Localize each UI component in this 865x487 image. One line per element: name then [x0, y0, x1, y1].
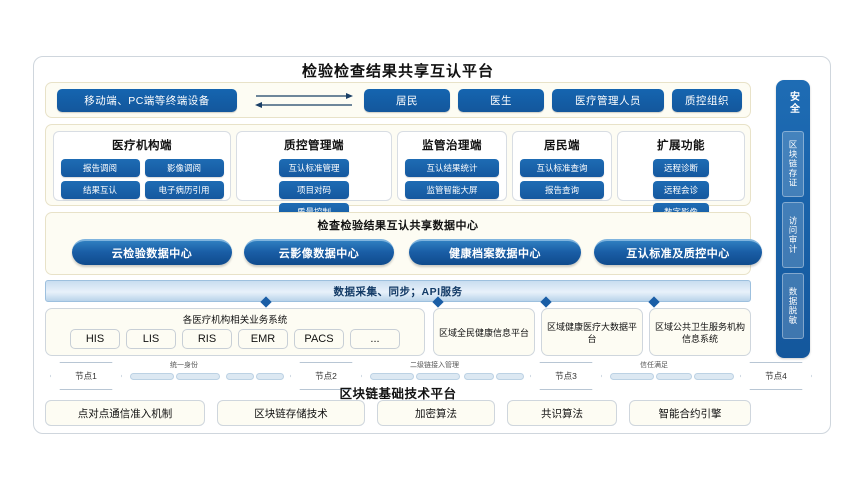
data-center-cloud-lab[interactable]: 云检验数据中心: [72, 239, 232, 265]
sidebar-item-access-audit[interactable]: 访问审计: [782, 202, 804, 268]
chain-link: [496, 373, 524, 380]
chain-label-identity: 统一身份: [170, 362, 198, 369]
module-title: 质控管理端: [284, 140, 344, 152]
terminal-devices-button[interactable]: 移动端、PC端等终端设备: [57, 89, 237, 112]
chip-emr-reference[interactable]: 电子病历引用: [144, 181, 224, 199]
chain-link: [226, 373, 254, 380]
chip-item-mapping[interactable]: 项目对码: [279, 181, 349, 199]
data-center-standards-qc[interactable]: 互认标准及质控中心: [594, 239, 762, 265]
data-center-cloud-imaging[interactable]: 云影像数据中心: [244, 239, 394, 265]
data-center-row: 云检验数据中心 云影像数据中心 健康档案数据中心 互认标准及质控中心: [46, 239, 762, 269]
system-lis[interactable]: LIS: [126, 329, 176, 349]
sidebar-title: 安全: [787, 91, 799, 115]
data-center-panel: 检查检验结果互认共享数据中心 云检验数据中心 云影像数据中心 健康档案数据中心 …: [45, 212, 762, 275]
module-medical-institution: 医疗机构端 报告调阅 影像调阅 结果互认 电子病历引用: [53, 131, 231, 201]
module-supervision: 监管治理端 互认结果统计 监管智能大屏: [397, 131, 507, 201]
chip-standard-management[interactable]: 互认标准管理: [279, 159, 349, 177]
chip-result-recognition[interactable]: 结果互认: [60, 181, 140, 199]
chip-result-statistics[interactable]: 互认结果统计: [405, 159, 499, 177]
business-main-card: 各医疗机构相关业务系统 HIS LIS RIS EMR PACS ...: [45, 308, 425, 356]
tech-consensus[interactable]: 共识算法: [507, 400, 617, 426]
chain-link: [610, 373, 654, 380]
chain-node-3[interactable]: 节点3: [530, 362, 602, 390]
tech-smart-contract[interactable]: 智能合约引擎: [629, 400, 751, 426]
platform-label: 区域全民健康信息平台: [438, 328, 529, 338]
chain-label-trust: 信任满足: [640, 362, 668, 369]
chip-remote-consultation[interactable]: 远程会诊: [653, 181, 709, 199]
chain-link: [176, 373, 220, 380]
chain-label-access: 二级链接入管理: [410, 362, 459, 369]
chip-standard-query[interactable]: 互认标准查询: [520, 159, 604, 177]
module-qc-management: 质控管理端 互认标准管理 项目对码 质量控制 质控分析: [236, 131, 392, 243]
role-doctor-button[interactable]: 医生: [458, 89, 544, 112]
sidebar-item-data-masking[interactable]: 数据脱敏: [782, 273, 804, 339]
sidebar-item-blockchain-evidence[interactable]: 区块链存证: [782, 131, 804, 197]
platform-regional-health-info[interactable]: 区域全民健康信息平台: [433, 308, 535, 356]
system-emr[interactable]: EMR: [238, 329, 288, 349]
role-admin-button[interactable]: 医疗管理人员: [552, 89, 664, 112]
platform-regional-bigdata[interactable]: 区域健康医疗大数据平台: [541, 308, 643, 356]
tech-storage[interactable]: 区块链存储技术: [217, 400, 365, 426]
platform-public-health-service[interactable]: 区域公共卫生服务机构信息系统: [649, 308, 751, 356]
chip-remote-diagnosis[interactable]: 远程诊断: [653, 159, 709, 177]
business-systems-row: 各医疗机构相关业务系统 HIS LIS RIS EMR PACS ... 区域全…: [45, 308, 751, 356]
system-ris[interactable]: RIS: [182, 329, 232, 349]
security-sidebar: 安全 区块链存证 访问审计 数据脱敏: [776, 80, 810, 358]
bidirectional-arrow-icon: [254, 91, 354, 111]
blockchain-node-chain: 节点1 节点2 节点3 节点4 统一身份 二级链接入管理 信任满足: [40, 360, 830, 394]
blockchain-tech-row: 点对点通信准入机制 区块链存储技术 加密算法 共识算法 智能合约引擎: [45, 400, 751, 426]
chain-node-4[interactable]: 节点4: [740, 362, 812, 390]
module-resident: 居民端 互认标准查询 报告查询: [512, 131, 612, 201]
data-center-health-records[interactable]: 健康档案数据中心: [409, 239, 581, 265]
roles-panel: 移动端、PC端等终端设备 居民 医生 医疗管理人员 质控组织: [45, 82, 751, 118]
platform-label: 区域健康医疗大数据平台: [546, 322, 637, 344]
chain-link: [464, 373, 494, 380]
chip-image-view[interactable]: 影像调阅: [144, 159, 224, 177]
blockchain-platform-title: 区块链基础技术平台: [339, 387, 457, 401]
chain-link: [656, 373, 692, 380]
business-card-title: 各医疗机构相关业务系统: [182, 315, 288, 326]
module-title: 医疗机构端: [112, 140, 172, 152]
chip-report-query[interactable]: 报告查询: [520, 181, 604, 199]
page-title: 检验检查结果共享互认平台: [301, 63, 494, 80]
module-title: 监管治理端: [422, 140, 482, 152]
tech-encryption[interactable]: 加密算法: [377, 400, 495, 426]
module-extended-functions: 扩展功能 远程诊断 远程会诊 数字影像 远程教学: [617, 131, 745, 243]
module-title: 居民端: [544, 140, 580, 152]
modules-panel: 医疗机构端 报告调阅 影像调阅 结果互认 电子病历引用 质控管理端 互认标准管理…: [45, 124, 751, 243]
chain-link: [256, 373, 284, 380]
chain-link: [130, 373, 174, 380]
tech-p2p-access[interactable]: 点对点通信准入机制: [45, 400, 205, 426]
data-center-title: 检查检验结果互认共享数据中心: [317, 220, 479, 232]
system-more[interactable]: ...: [350, 329, 400, 349]
platform-label: 区域公共卫生服务机构信息系统: [654, 322, 745, 344]
chip-report-view[interactable]: 报告调阅: [60, 159, 140, 177]
role-qc-org-button[interactable]: 质控组织: [672, 89, 742, 112]
chain-link: [694, 373, 734, 380]
api-service-bar: 数据采集、同步；API服务: [45, 280, 751, 302]
chain-node-2[interactable]: 节点2: [290, 362, 362, 390]
chain-link: [416, 373, 460, 380]
chain-node-1[interactable]: 节点1: [50, 362, 122, 390]
chain-link: [370, 373, 414, 380]
system-pacs[interactable]: PACS: [294, 329, 344, 349]
module-title: 扩展功能: [657, 140, 705, 152]
chip-supervision-dashboard[interactable]: 监管智能大屏: [405, 181, 499, 199]
system-his[interactable]: HIS: [70, 329, 120, 349]
role-resident-button[interactable]: 居民: [364, 89, 450, 112]
